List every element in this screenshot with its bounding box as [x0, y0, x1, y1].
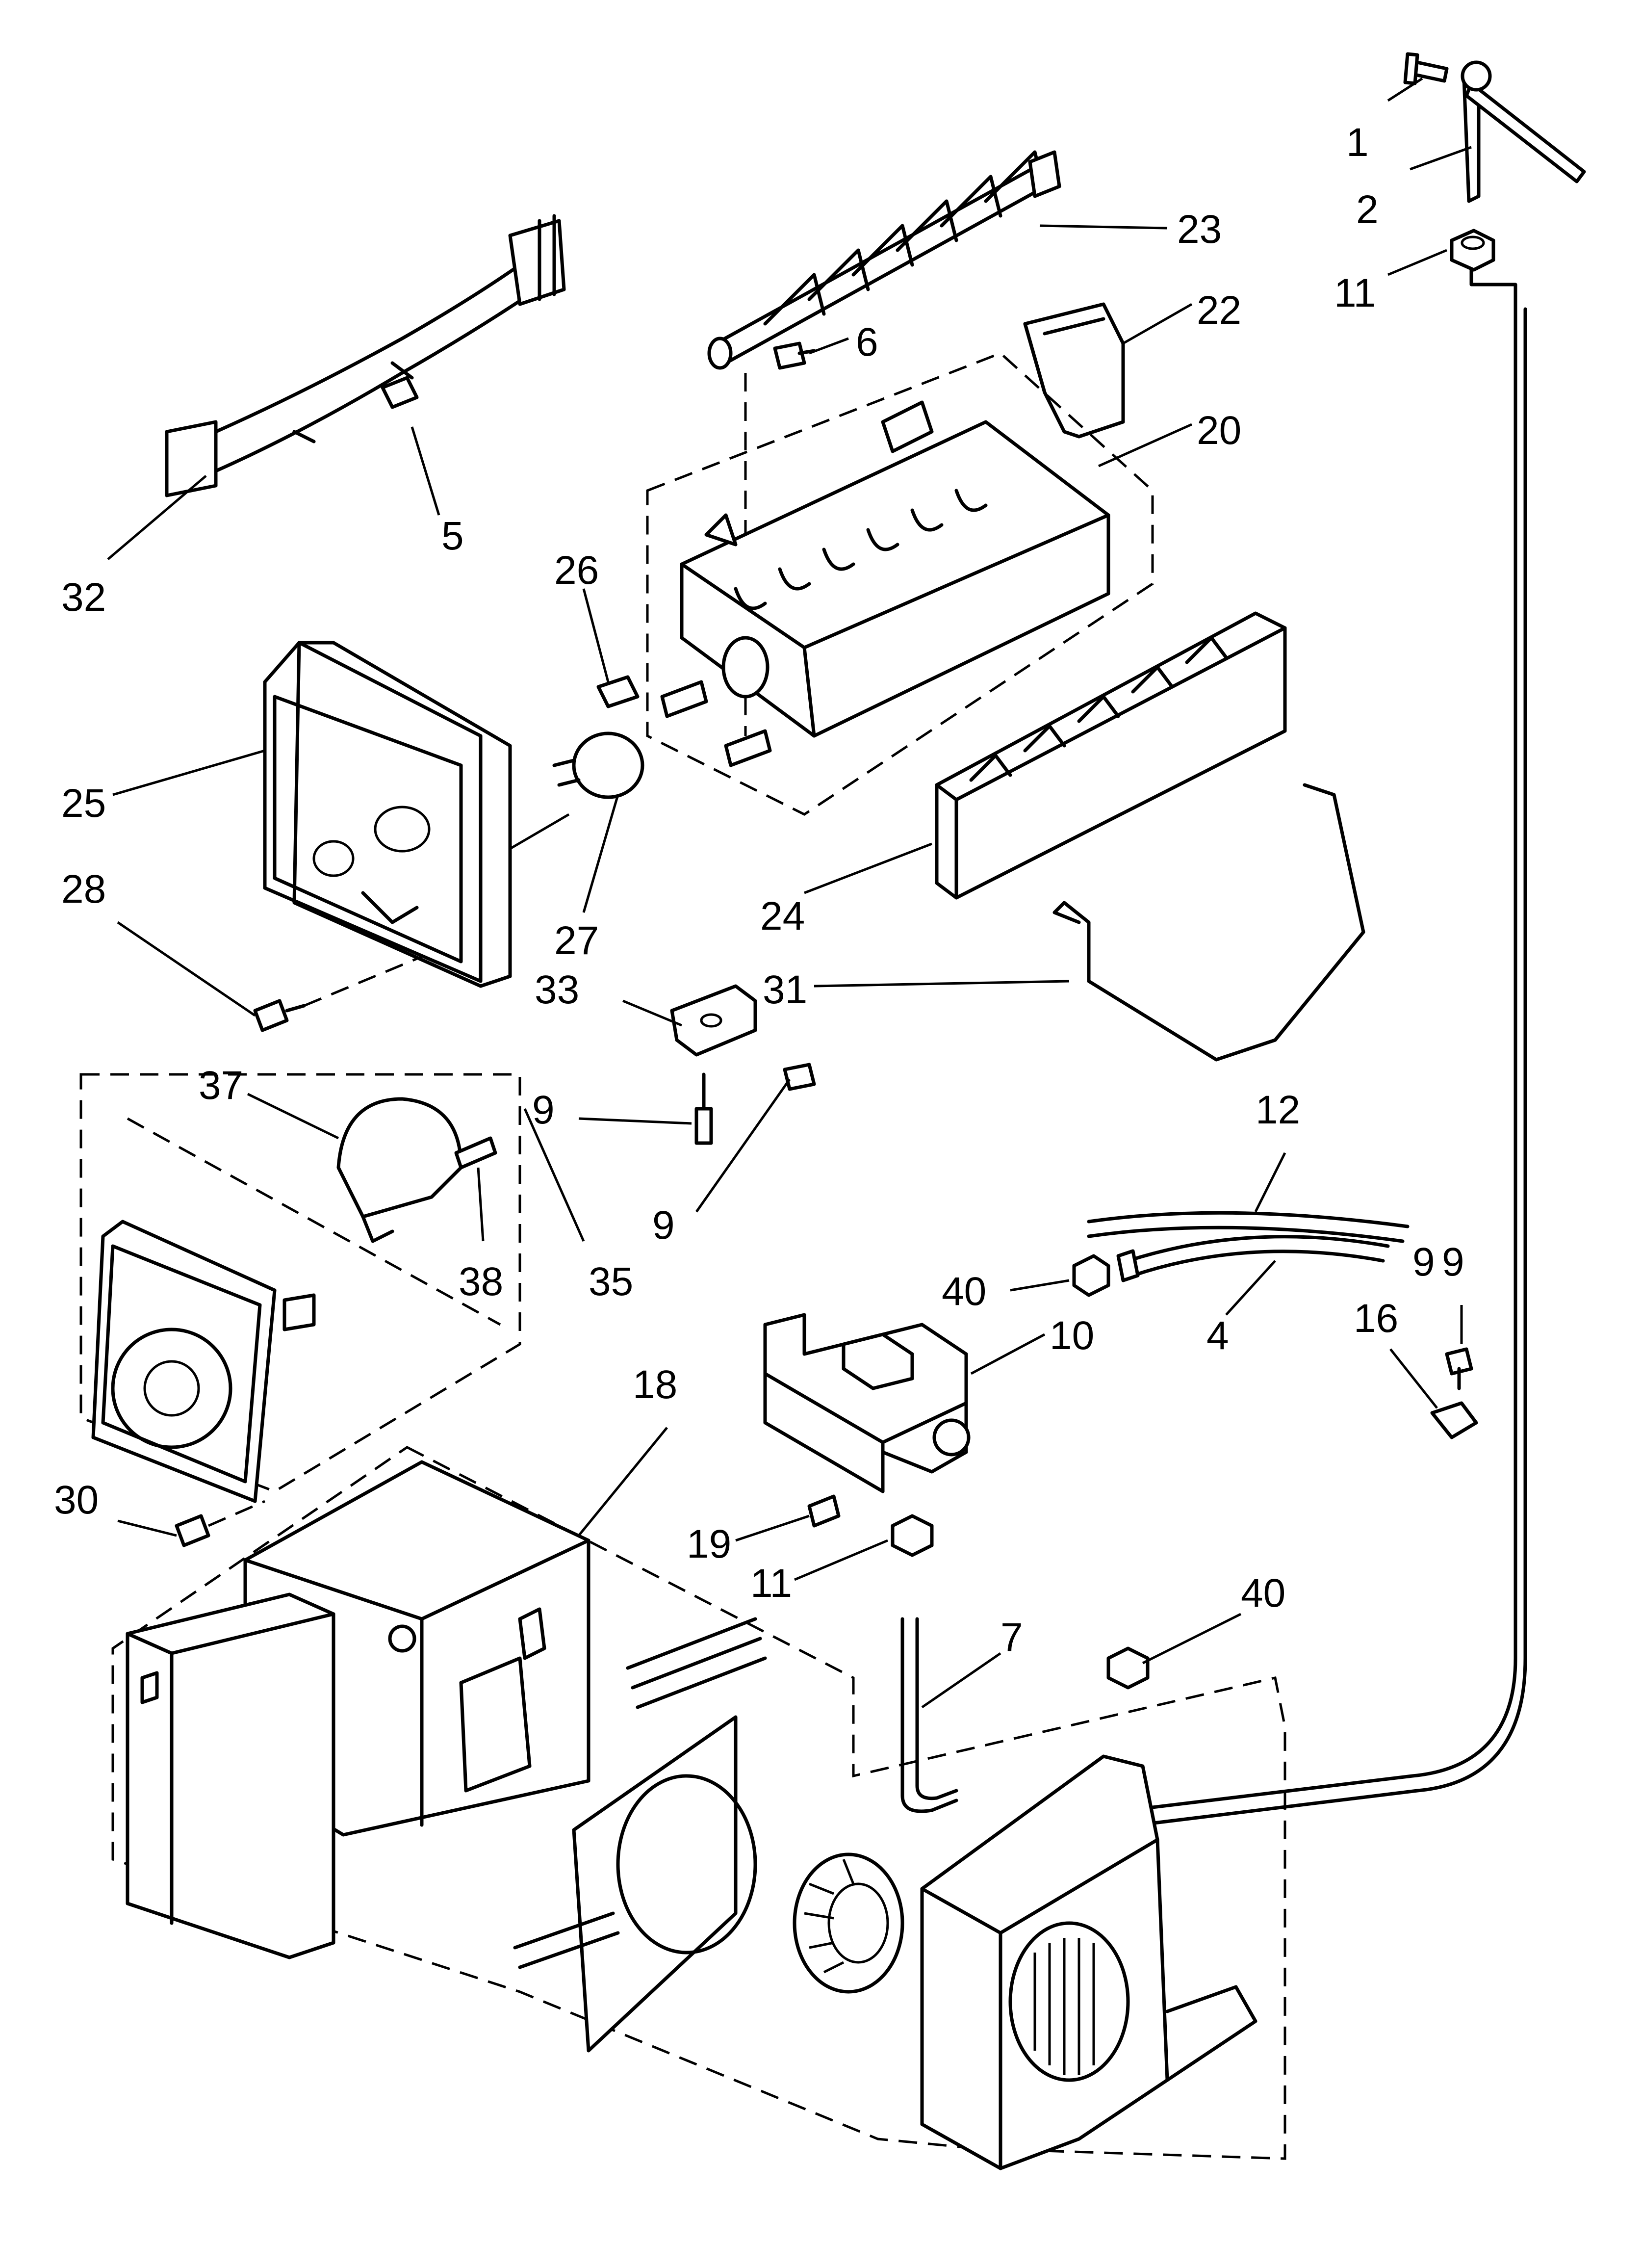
- callout-5: 5: [441, 514, 464, 558]
- assembly-outline-part-35: [79, 1073, 521, 1493]
- water-valve-part-10: [763, 1313, 971, 1493]
- nut-part-11-top: [1450, 229, 1495, 272]
- shutoff-arm-part-31: [1052, 783, 1365, 1062]
- screw-part-1: [1403, 52, 1449, 85]
- callout-labels: 1 2 11 23 22 6 20 5 32 26 25 28 27 24 33…: [54, 120, 1464, 1660]
- callout-40-b: 40: [1241, 1571, 1285, 1616]
- screw-part-28: [253, 999, 306, 1032]
- callout-25: 25: [61, 781, 106, 826]
- clip-part-5: [381, 376, 419, 409]
- water-supply-tube: [1126, 253, 1527, 1827]
- callout-20: 20: [1197, 408, 1241, 453]
- callout-38: 38: [459, 1259, 503, 1304]
- nut-part-40-a: [1072, 1254, 1110, 1297]
- assembly-outline-part-20: [646, 352, 1154, 816]
- callout-11-top: 11: [1334, 271, 1376, 315]
- screw-part-38: [454, 1136, 497, 1170]
- fan-housing: [920, 1754, 1257, 2170]
- callout-24: 24: [760, 894, 805, 938]
- callout-9-b: 9: [652, 1203, 675, 1248]
- callout-6: 6: [856, 320, 878, 365]
- leader-lines: [107, 77, 1472, 1709]
- callout-35: 35: [589, 1259, 633, 1304]
- wire-harness-part-32: [165, 214, 566, 497]
- nut-part-11-bottom: [891, 1514, 934, 1557]
- screw-part-30: [175, 1514, 210, 1547]
- callout-16: 16: [1354, 1296, 1398, 1341]
- callout-9-c: 9: [1412, 1240, 1435, 1284]
- ice-stripper-part-24: [935, 611, 1287, 900]
- clip-part-26: [596, 675, 640, 708]
- callout-37: 37: [199, 1063, 243, 1108]
- screw-part-6: [773, 341, 816, 370]
- fan-wheel: [793, 1852, 904, 1994]
- callout-4: 4: [1206, 1313, 1229, 1358]
- screw-part-9-b: [783, 1063, 816, 1091]
- callout-2: 2: [1356, 187, 1379, 232]
- connector-line-25-27: [509, 813, 570, 850]
- assembly-outline-part-18: [111, 1446, 1286, 2160]
- screw-part-9-d: [1445, 1347, 1473, 1390]
- tube-part-7: [900, 1617, 958, 1813]
- tube-part-4: [1116, 1235, 1390, 1282]
- mold-pins: [660, 680, 772, 767]
- callout-27: 27: [554, 918, 599, 963]
- module-housing-part-25: [263, 641, 512, 988]
- fill-cup-part-22: [1023, 302, 1125, 439]
- callout-10: 10: [1050, 1313, 1094, 1358]
- tube-part-12: [1087, 1211, 1410, 1243]
- callout-19: 19: [687, 1522, 731, 1566]
- ice-mold-part-20: [680, 400, 1110, 738]
- screw-alignment-28: [304, 955, 422, 1007]
- bracket-part-33: [670, 984, 757, 1057]
- callout-12: 12: [1256, 1088, 1300, 1132]
- fill-tube-part-2: [1461, 60, 1586, 203]
- callout-7: 7: [1001, 1615, 1023, 1660]
- callout-22: 22: [1197, 288, 1241, 333]
- gear-plate-part-35: [91, 1220, 316, 1503]
- callout-28: 28: [61, 867, 106, 912]
- thermostat-part-27: [552, 731, 644, 799]
- callout-32: 32: [61, 575, 106, 620]
- housing-part-18: [126, 1460, 590, 1959]
- callout-23: 23: [1177, 207, 1222, 252]
- callout-1: 1: [1346, 120, 1369, 165]
- clamp-part-16: [1430, 1401, 1478, 1439]
- motor-part-37: [336, 1097, 463, 1243]
- callout-31: 31: [763, 967, 807, 1012]
- callout-30: 30: [54, 1478, 99, 1522]
- screw-part-19: [807, 1494, 841, 1528]
- callout-11-bottom: 11: [750, 1561, 792, 1606]
- callout-9-d: 9: [1442, 1240, 1464, 1284]
- callout-9-a: 9: [532, 1088, 555, 1132]
- callout-18: 18: [633, 1362, 677, 1407]
- damper-frame: [513, 1617, 767, 2053]
- nut-part-40-b: [1106, 1646, 1150, 1690]
- ejector-part-23: [707, 150, 1061, 370]
- screw-alignment-30: [208, 1500, 265, 1527]
- screw-part-9-a: [694, 1072, 713, 1145]
- motor-alignment-line: [127, 1117, 501, 1326]
- callout-33: 33: [535, 967, 579, 1012]
- callout-40-a: 40: [942, 1269, 986, 1314]
- callout-26: 26: [554, 548, 599, 593]
